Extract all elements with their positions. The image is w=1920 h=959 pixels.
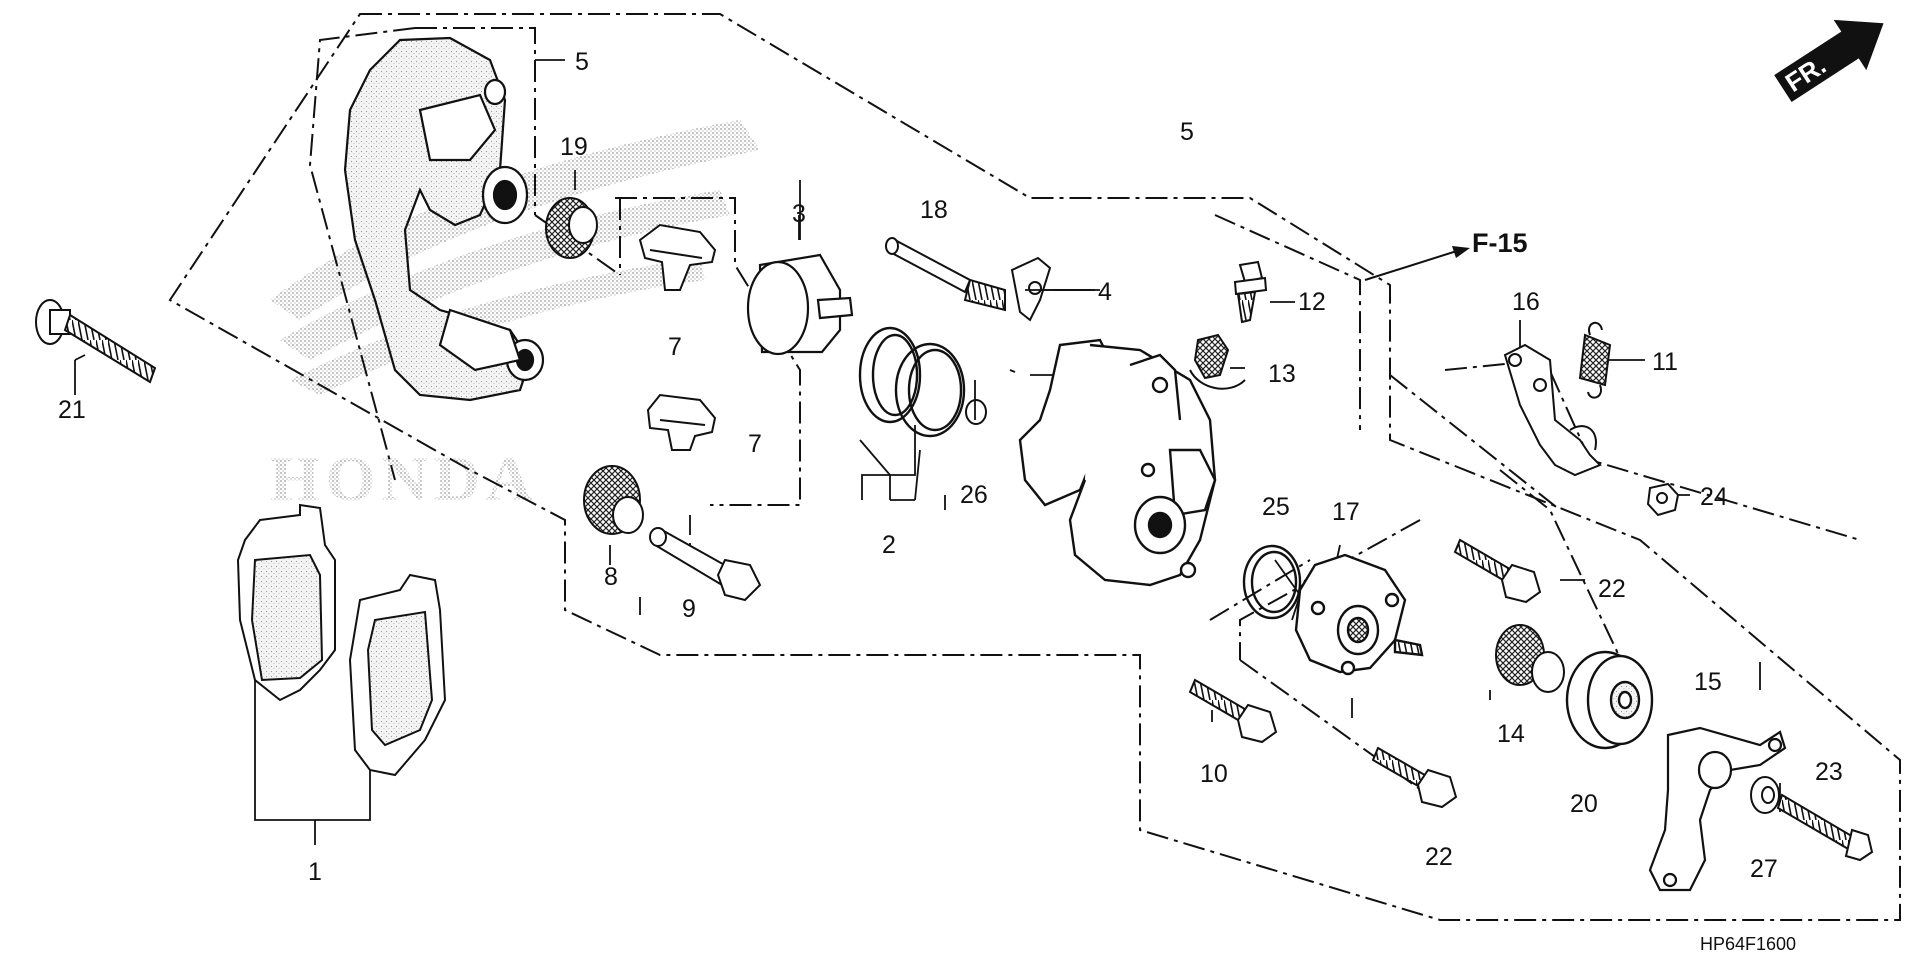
slide-pin-9 xyxy=(649,527,762,602)
callout-25: 25 xyxy=(1262,493,1290,521)
front-direction-indicator: FR. xyxy=(1774,19,1884,102)
boot-19 xyxy=(545,197,598,259)
washer-27 xyxy=(1750,776,1780,814)
callout-labels: 1 2 3 4 5 5 7 7 8 9 10 11 12 13 14 15 16… xyxy=(58,48,1843,886)
callout-11: 11 xyxy=(1652,348,1678,376)
callout-4: 4 xyxy=(1098,278,1112,306)
callout-21: 21 xyxy=(58,396,86,424)
callout-13: 13 xyxy=(1268,360,1296,388)
callout-7a: 7 xyxy=(668,333,682,361)
piston-3 xyxy=(746,253,854,356)
spring-11 xyxy=(1578,321,1612,399)
callout-22b: 22 xyxy=(1425,843,1453,871)
nut-24 xyxy=(1646,482,1680,517)
callout-27: 27 xyxy=(1750,855,1778,883)
bolt-10 xyxy=(1188,678,1278,744)
callout-7b: 7 xyxy=(748,430,762,458)
callout-15: 15 xyxy=(1694,668,1722,696)
callout-9: 9 xyxy=(682,595,696,623)
piston-seals-2 xyxy=(858,326,966,438)
caliper-bracket-6 xyxy=(343,36,545,402)
callout-22a: 22 xyxy=(1598,575,1626,603)
caliper-body-5 xyxy=(1018,338,1217,587)
callout-19: 19 xyxy=(560,133,588,161)
ring-26 xyxy=(965,399,987,425)
bolt-21 xyxy=(35,299,157,384)
callout-17: 17 xyxy=(1332,498,1360,526)
callout-23: 23 xyxy=(1815,758,1843,786)
pad-spring-7-upper xyxy=(638,223,717,291)
brake-pad-set xyxy=(236,503,447,777)
callout-6: 5 xyxy=(575,48,589,76)
callout-8: 8 xyxy=(604,563,618,591)
bracket-16 xyxy=(1503,343,1602,477)
honda-watermark-text: HONDA xyxy=(270,443,538,514)
bolt-22-upper xyxy=(1453,538,1542,604)
callout-2: 2 xyxy=(882,531,896,559)
callout-24: 24 xyxy=(1700,483,1728,511)
callout-16: 16 xyxy=(1512,288,1540,316)
boot-8 xyxy=(583,465,644,535)
callout-26: 26 xyxy=(960,481,988,509)
callout-3: 3 xyxy=(792,200,806,228)
reference-arrow: F-15 xyxy=(1364,228,1528,281)
cap-13 xyxy=(1189,333,1246,390)
leader-lines xyxy=(74,59,1781,845)
clip-4 xyxy=(1010,256,1052,322)
callout-18: 18 xyxy=(920,196,948,224)
o-ring-25 xyxy=(1242,544,1302,620)
pin-18 xyxy=(885,237,1006,312)
bolt-22-lower xyxy=(1371,746,1458,809)
callout-1: 1 xyxy=(308,858,322,886)
figure-code: HP64F1600 xyxy=(1700,934,1796,954)
pad-spring-7-lower xyxy=(646,393,717,451)
callout-20: 20 xyxy=(1570,790,1598,818)
callout-5: 5 xyxy=(1180,118,1194,146)
reference-label: F-15 xyxy=(1472,228,1528,258)
callout-14: 14 xyxy=(1497,720,1525,748)
callout-12: 12 xyxy=(1298,288,1326,316)
bolt-23 xyxy=(1776,793,1874,862)
lever-15 xyxy=(1648,726,1787,892)
bearing-20 xyxy=(1565,650,1654,750)
assembly-boundary-lines xyxy=(168,13,1901,921)
callout-10: 10 xyxy=(1200,760,1228,788)
bleeder-12 xyxy=(1233,260,1268,324)
spring-14 xyxy=(1495,624,1565,693)
housing-17 xyxy=(1294,553,1424,676)
